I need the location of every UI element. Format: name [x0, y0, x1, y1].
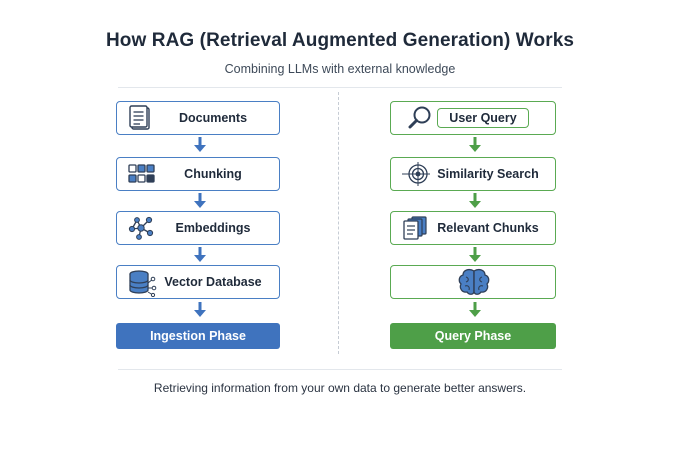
step-user-query: User Query — [390, 101, 556, 135]
down-arrow-icon — [469, 302, 481, 317]
step-label: Chunking — [184, 167, 242, 181]
step-label: Relevant Chunks — [437, 221, 539, 235]
step-label: Documents — [178, 111, 248, 125]
step-label: Embeddings — [175, 221, 251, 235]
step-vector-database: Vector Database — [116, 265, 280, 299]
diagram-caption: Retrieving information from your own dat… — [153, 381, 527, 395]
step-label: User Query — [449, 111, 517, 125]
query-input-outline — [437, 108, 529, 128]
down-arrow-icon — [194, 137, 206, 152]
target-icon — [401, 161, 430, 187]
document-icon — [127, 105, 155, 131]
step-label: Similarity Search — [437, 167, 539, 181]
down-arrow-icon — [194, 302, 206, 317]
down-arrow-icon — [194, 247, 206, 262]
step-relevant-chunks: Relevant Chunks — [390, 211, 556, 245]
step-embeddings: Embeddings — [116, 211, 280, 245]
step-label: Vector Database — [164, 275, 262, 289]
center-divider — [338, 92, 339, 354]
step-similarity-search: Similarity Search — [390, 157, 556, 191]
step-llm — [390, 265, 556, 299]
diagram-title: How RAG (Retrieval Augmented Generation)… — [105, 30, 575, 51]
diagram-subtitle: Combining LLMs with external knowledge — [224, 62, 456, 76]
down-arrow-icon — [469, 247, 481, 262]
down-arrow-icon — [469, 137, 481, 152]
top-divider — [118, 87, 562, 88]
grid-icon — [127, 161, 155, 187]
search-icon — [407, 105, 435, 131]
query-phase-label: Query Phase — [390, 323, 556, 349]
database-icon — [127, 269, 157, 298]
stacked-documents-icon — [401, 215, 429, 241]
step-chunking: Chunking — [116, 157, 280, 191]
network-icon — [127, 215, 155, 241]
bottom-divider — [118, 369, 562, 370]
ingestion-phase-label: Ingestion Phase — [116, 323, 280, 349]
brain-icon — [457, 267, 491, 297]
step-documents: Documents — [116, 101, 280, 135]
down-arrow-icon — [469, 193, 481, 208]
down-arrow-icon — [194, 193, 206, 208]
